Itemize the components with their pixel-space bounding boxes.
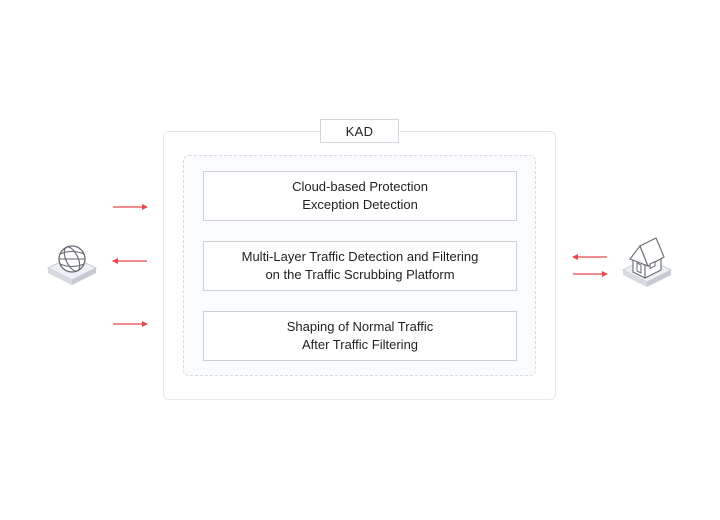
step-line-1: Multi-Layer Traffic Detection and Filter… (241, 249, 479, 264)
step-line-1: Shaping of Normal Traffic (286, 319, 434, 334)
step-line-1: Cloud-based Protection (292, 179, 428, 194)
house-icon (621, 237, 673, 287)
step-traffic-shaping: Shaping of Normal Traffic After Traffic … (203, 311, 517, 361)
kad-label: KAD (320, 119, 399, 143)
globe-icon (46, 245, 98, 285)
step-cloud-protection: Cloud-based Protection Exception Detecti… (203, 171, 517, 221)
step-multilayer-filtering: Multi-Layer Traffic Detection and Filter… (203, 241, 517, 291)
step-line-2: After Traffic Filtering (301, 337, 419, 352)
step-line-2: Exception Detection (302, 197, 418, 212)
step-line-2: on the Traffic Scrubbing Platform (265, 267, 455, 282)
